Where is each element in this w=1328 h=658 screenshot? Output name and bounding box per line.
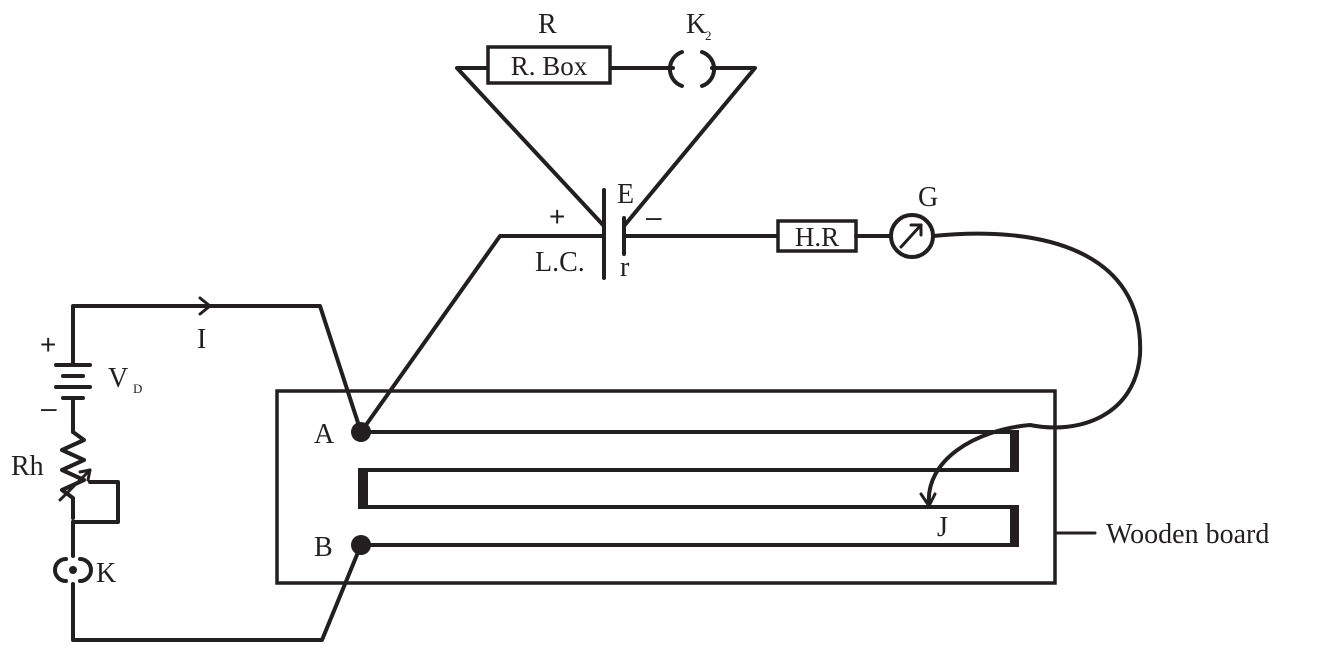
cell-r-label: r [620, 252, 630, 283]
rbox-wire-right [622, 66, 757, 228]
cell-minus: – [646, 201, 662, 232]
rheostat-label: Rh [11, 451, 44, 482]
key-k2 [667, 50, 717, 88]
cell-lc-label: L.C. [535, 247, 585, 278]
terminal-b-label: B [314, 532, 333, 563]
rheostat [60, 430, 86, 520]
key-k2-label: K [686, 9, 706, 40]
high-resistance-box [776, 219, 858, 253]
primary-wire-bottom [71, 543, 363, 642]
rheostat-slider-wire [71, 480, 120, 524]
galvanometer-needle-head [909, 223, 923, 237]
key-k2-label-sub: 2 [705, 28, 712, 43]
jockey-label: J [937, 512, 948, 543]
resistance-box-label: R. Box [511, 51, 588, 81]
key-k-label: K [96, 558, 116, 589]
driver-battery-label: V [108, 363, 128, 394]
galvanometer-needle [899, 223, 923, 249]
resistance-r-label: R [538, 9, 557, 40]
resistance-box [486, 45, 612, 85]
key-k [53, 557, 93, 583]
wooden-board-label: Wooden board [1106, 519, 1269, 550]
secondary-wire-a-to-cell [359, 234, 606, 434]
copper-strip-left [358, 468, 368, 509]
driver-battery-plus: + [40, 329, 56, 360]
copper-strip-right-bottom [1010, 505, 1019, 547]
driver-battery-label-sub: D [133, 381, 142, 396]
cell-plus: + [549, 201, 565, 232]
cell-emf-label: E [617, 179, 634, 210]
key-k-center [69, 566, 77, 574]
galvanometer-label: G [918, 182, 938, 213]
jockey-wire [926, 231, 1143, 507]
rheostat-arrow-shaft [58, 468, 92, 502]
current-label: I [197, 324, 206, 355]
terminal-a-label: A [314, 419, 335, 450]
copper-strip-right-top [1010, 430, 1019, 472]
primary-wire-top [71, 304, 363, 434]
current-arrow [198, 296, 212, 316]
jockey-arrow-head [919, 492, 937, 508]
wooden-board [275, 389, 1057, 585]
driver-battery-minus: – [41, 392, 57, 423]
rbox-wire-left [455, 66, 606, 228]
high-resistance-label: H.R [795, 222, 839, 252]
rheostat-arrow-head [78, 468, 92, 482]
